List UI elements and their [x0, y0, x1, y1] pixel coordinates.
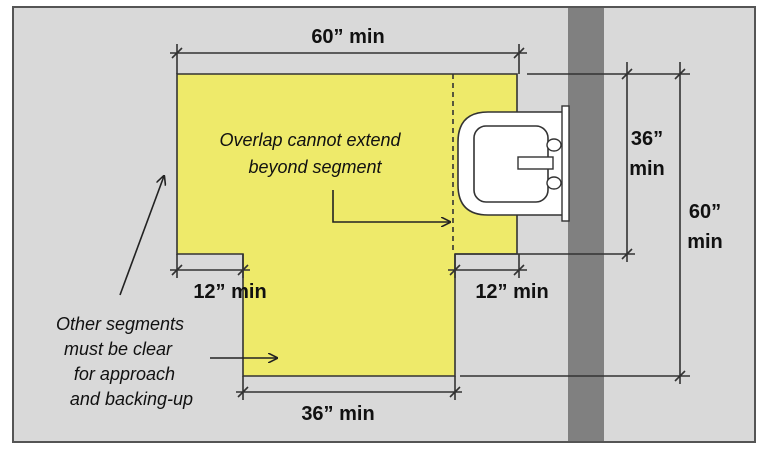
overlap-note-line1: Overlap cannot extend: [219, 130, 401, 150]
total-depth-unit: min: [687, 231, 723, 253]
sink-depth-unit: min: [629, 158, 665, 180]
other-note-line2: must be clear: [64, 339, 173, 359]
other-note-line3: for approach: [74, 364, 175, 384]
other-note-line1: Other segments: [56, 314, 184, 334]
arrows: [119, 176, 450, 358]
lavatory: [457, 105, 570, 222]
overlap-note-line2: beyond segment: [248, 157, 382, 177]
total-depth-value: 60”: [689, 201, 721, 223]
dimension-lines: [170, 44, 690, 400]
left-offset-label: 12” min: [193, 281, 266, 303]
bottom-width-label: 36” min: [301, 403, 374, 425]
right-offset-label: 12” min: [475, 281, 548, 303]
wall: [568, 8, 604, 441]
arrow-to-segments: [119, 176, 164, 296]
sink-depth-value: 36”: [631, 128, 663, 150]
arrow-to-overlap: [332, 190, 450, 222]
top-width-label: 60” min: [311, 26, 384, 48]
other-note-line4: and backing-up: [70, 389, 193, 409]
